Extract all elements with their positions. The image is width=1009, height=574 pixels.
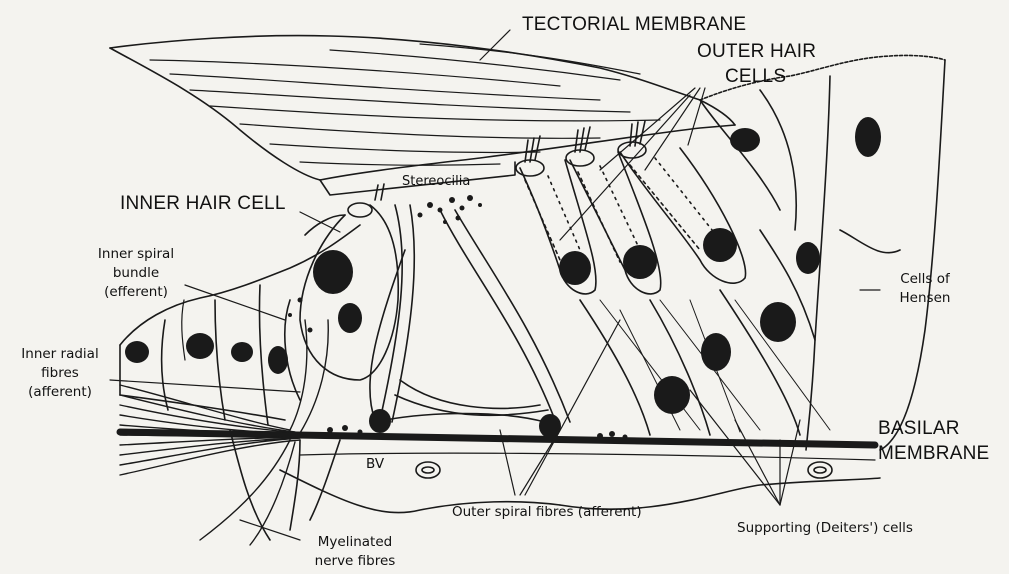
inner-radial-fibres-line1: Inner radial <box>10 345 110 364</box>
inner-hair-cell-region <box>285 205 398 400</box>
outer-hair-cells <box>348 121 746 294</box>
inner-spiral-bundle-line2: bundle <box>91 264 181 283</box>
tunnel-of-corti <box>370 205 570 422</box>
tectorial-membrane-label: TECTORIAL MEMBRANE <box>522 14 746 36</box>
blood-vessels <box>416 462 832 478</box>
inner-spiral-bundle-label: Inner spiral bundle (efferent) <box>91 245 181 302</box>
stereocilia-label: Stereocilia <box>402 172 470 191</box>
inner-hair-cell-label: INNER HAIR CELL <box>120 193 286 215</box>
bv-label: BV <box>366 455 384 474</box>
inner-spiral-bundle-line1: Inner spiral <box>91 245 181 264</box>
cell-nuclei <box>125 117 881 438</box>
cells-of-hensen-label: Cells of Hensen <box>880 270 970 308</box>
inner-spiral-bundle-line3: (efferent) <box>91 283 181 302</box>
inner-radial-fibres-line2: fibres <box>10 364 110 383</box>
outer-spiral-fibres-label: Outer spiral fibres (afferent) <box>452 503 642 522</box>
outer-hair-cells-label-line1: OUTER HAIR <box>697 41 816 63</box>
cells-of-hensen-line1: Cells of <box>880 270 970 289</box>
inner-radial-fibres-label: Inner radial fibres (afferent) <box>10 345 110 402</box>
myelinated-line2: nerve fibres <box>300 552 410 571</box>
inner-radial-fibres-line3: (afferent) <box>10 383 110 402</box>
myelinated-line1: Myelinated <box>300 533 410 552</box>
myelinated-nerve-fibres-label: Myelinated nerve fibres <box>300 533 410 571</box>
cells-of-hensen <box>700 55 945 450</box>
tectorial-membrane <box>110 36 735 180</box>
basilar-membrane-label-line1: BASILAR <box>878 418 960 440</box>
basilar-membrane-label-line2: MEMBRANE <box>878 443 989 465</box>
outer-hair-cells-label-line2: CELLS <box>725 66 786 88</box>
cells-of-hensen-line2: Hensen <box>880 289 970 308</box>
supporting-cells-label: Supporting (Deiters') cells <box>737 519 913 538</box>
